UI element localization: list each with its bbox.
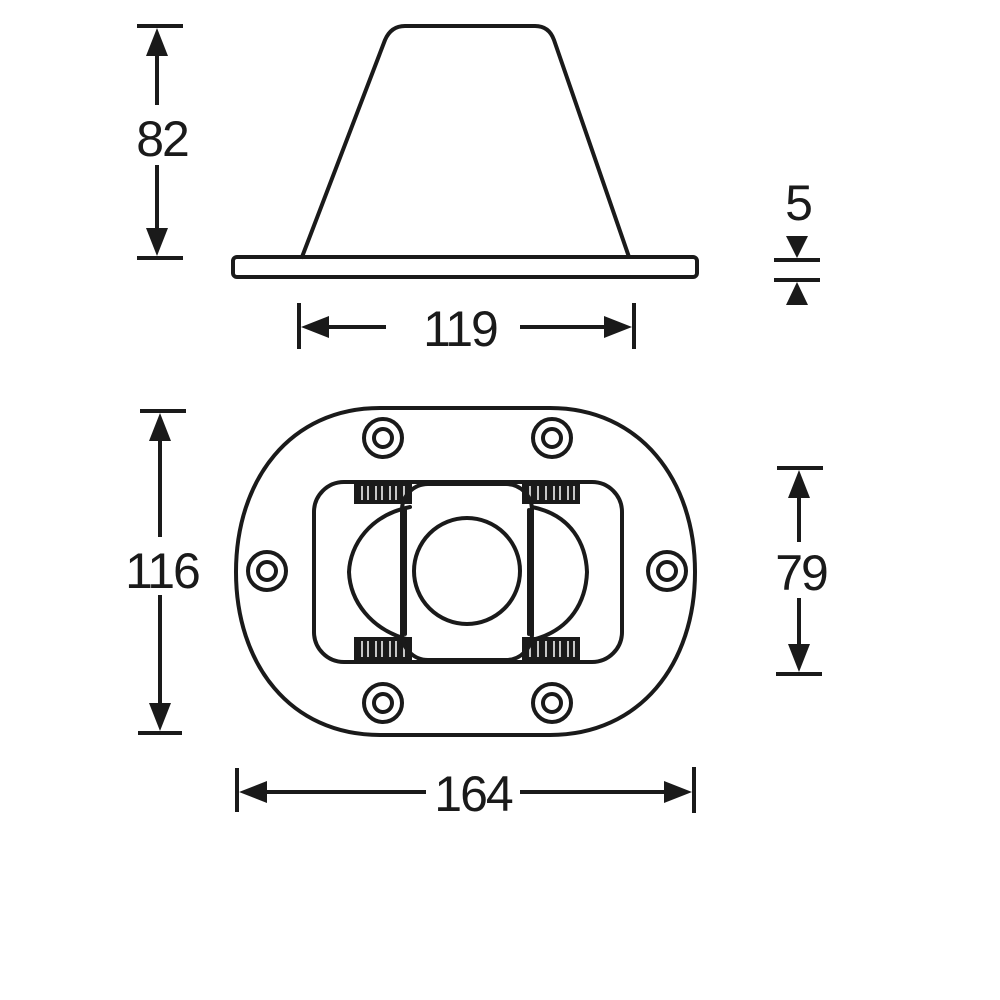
dimension-119: 119 — [297, 301, 636, 357]
dim-label-79: 79 — [775, 545, 827, 601]
side-view: 82 119 5 — [136, 24, 820, 357]
bolt-hole-bottom-right — [531, 682, 573, 724]
dim-label-119: 119 — [423, 301, 497, 357]
bolt-hole-top-left — [362, 417, 404, 459]
recess-outline — [312, 480, 624, 664]
top-view: 116 79 164 — [125, 406, 829, 822]
side-profile-body — [300, 24, 631, 259]
ring-right-arc — [530, 505, 589, 642]
dimension-82: 82 — [136, 24, 190, 260]
bolt-hole-bottom-left — [362, 682, 404, 724]
side-base-plate — [231, 255, 699, 279]
bolt-hole-right — [646, 550, 688, 592]
outer-flange — [234, 406, 697, 737]
bolt-hole-top-right — [531, 417, 573, 459]
dimension-5: 5 — [774, 175, 820, 305]
center-boss — [400, 482, 534, 662]
dimension-116: 116 — [125, 409, 201, 735]
center-circle — [412, 516, 522, 626]
dimension-79: 79 — [775, 466, 829, 676]
dim-label-82: 82 — [136, 111, 188, 167]
dim-label-164: 164 — [434, 766, 513, 822]
bolt-hole-left — [246, 550, 288, 592]
ring-left-arc — [347, 505, 412, 642]
dim-label-116: 116 — [125, 543, 199, 599]
dim-label-5: 5 — [785, 175, 811, 231]
bolt-holes — [246, 417, 688, 724]
dimension-164: 164 — [235, 766, 696, 822]
